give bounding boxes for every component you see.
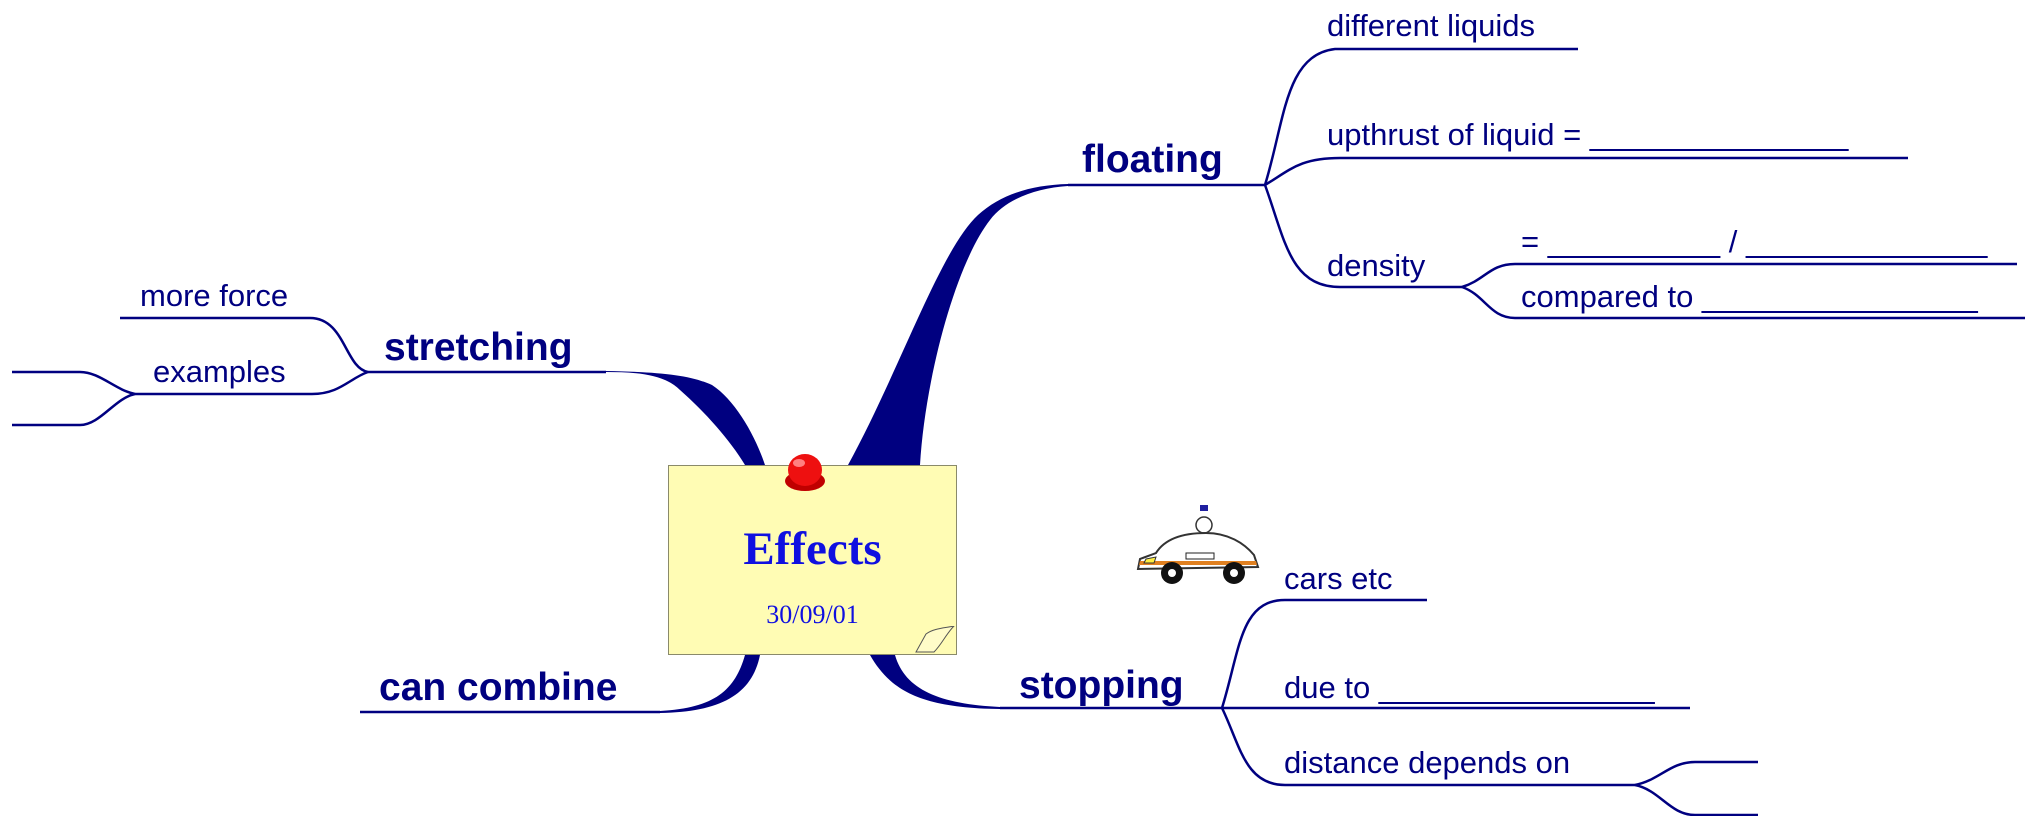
central-date: 30/09/01 [766, 600, 859, 629]
police-car-icon [1136, 505, 1260, 584]
node-density-compared[interactable]: compared to ________________ [1521, 279, 1978, 314]
node-more-force[interactable]: more force [140, 278, 289, 313]
node-distance[interactable]: distance depends on [1284, 745, 1571, 780]
curve-more-force [120, 316, 369, 374]
curve-distance-top [1634, 760, 1758, 787]
central-topic-note[interactable]: Effects 30/09/01 [668, 465, 957, 655]
curve-examples-bottom [12, 392, 136, 427]
curve-distance-bottom [1634, 783, 1758, 816]
curve-density-compared [1461, 285, 2025, 320]
node-upthrust[interactable]: upthrust of liquid = _______________ [1327, 117, 1849, 152]
node-density-formula[interactable]: = __________ / ______________ [1521, 224, 1988, 259]
curve-density-formula [1461, 262, 2017, 289]
node-density[interactable]: density [1327, 248, 1426, 283]
pushpin-icon [785, 454, 825, 491]
branch-floating[interactable]: floating [1082, 138, 1223, 181]
connector-stopping [870, 655, 1000, 709]
branch-stopping[interactable]: stopping [1019, 664, 1184, 707]
node-different-liquids[interactable]: different liquids [1327, 8, 1535, 43]
central-title: Effects [743, 523, 882, 575]
curve-examples-top [12, 370, 136, 396]
connector-stretching [606, 371, 765, 465]
curve-upthrust [1264, 156, 1908, 187]
page-curl-icon [915, 626, 955, 653]
curve-different-liquids [1263, 47, 1578, 186]
curve-distance [1220, 707, 1635, 787]
branch-stretching[interactable]: stretching [384, 326, 573, 369]
branch-can-combine[interactable]: can combine [379, 666, 618, 709]
curve-examples [135, 370, 369, 396]
curve-density [1263, 184, 1462, 289]
node-due-to[interactable]: due to ________________ [1284, 670, 1655, 705]
curve-cars [1220, 598, 1427, 709]
connector-can-combine [660, 655, 760, 713]
node-examples[interactable]: examples [153, 354, 286, 389]
connector-floating [848, 184, 1068, 465]
node-cars[interactable]: cars etc [1284, 561, 1393, 596]
